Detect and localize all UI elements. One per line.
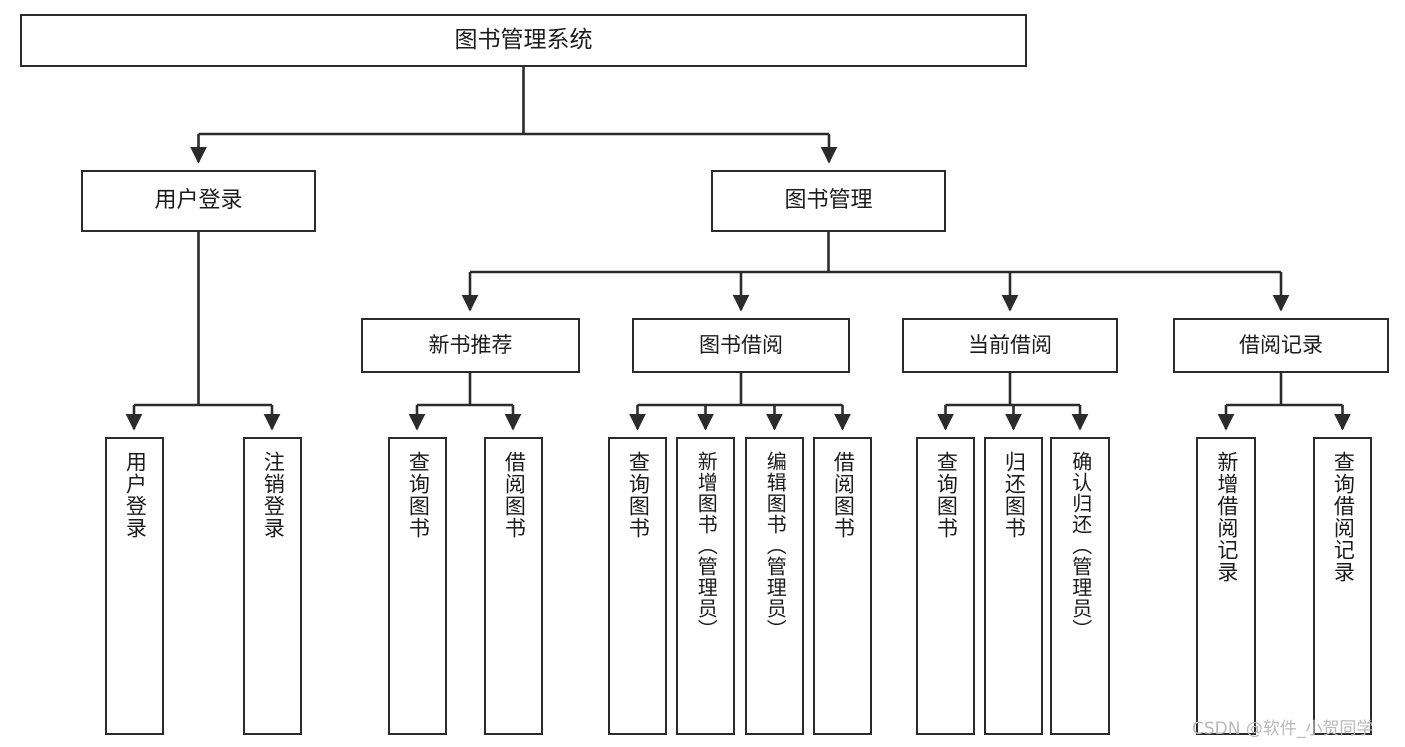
node-book-manage-label: 图书管理 (784, 187, 873, 213)
node-user-login[interactable]: 用户登录 (81, 170, 316, 232)
node-root-label: 图书管理系统 (454, 26, 593, 53)
node-new-book-recommend-label: 新书推荐 (428, 332, 513, 357)
node-user-login-label: 用户登录 (154, 187, 243, 213)
node-book-borrow-label: 图书借阅 (699, 332, 783, 357)
node-leaf-edit-book[interactable]: 编辑图书（管理员） (745, 437, 804, 735)
node-leaf-query-book-rec[interactable]: 查询图书 (388, 437, 447, 735)
node-leaf-query-book-current-label: 查询图书 (934, 451, 959, 539)
node-leaf-return-book-label: 归还图书 (1002, 451, 1027, 539)
node-leaf-confirm-return-label: 确认归还（管理员） (1068, 451, 1093, 640)
node-leaf-user-login-label: 用户登录 (123, 451, 148, 539)
node-borrow-record-label: 借阅记录 (1239, 332, 1323, 357)
node-borrow-record[interactable]: 借阅记录 (1173, 318, 1389, 373)
node-leaf-add-record-label: 新增借阅记录 (1214, 451, 1239, 583)
node-leaf-query-book-current[interactable]: 查询图书 (916, 437, 975, 735)
node-leaf-return-book[interactable]: 归还图书 (984, 437, 1043, 735)
node-leaf-borrow-book-rec-label: 借阅图书 (502, 451, 527, 539)
node-leaf-user-logout[interactable]: 注销登录 (243, 437, 302, 735)
csdn-watermark: CSDN @软件_小贺同学 (1192, 719, 1374, 739)
node-leaf-borrow-book-label: 借阅图书 (831, 451, 856, 539)
node-leaf-query-book-rec-label: 查询图书 (406, 451, 431, 539)
node-leaf-add-book[interactable]: 新增图书（管理员） (676, 437, 735, 735)
node-leaf-query-book-borrow-label: 查询图书 (626, 451, 651, 539)
node-leaf-query-record[interactable]: 查询借阅记录 (1313, 437, 1372, 735)
node-leaf-user-logout-label: 注销登录 (261, 451, 286, 539)
node-leaf-add-book-label: 新增图书（管理员） (694, 451, 719, 640)
node-new-book-recommend[interactable]: 新书推荐 (361, 318, 580, 373)
node-leaf-confirm-return[interactable]: 确认归还（管理员） (1050, 437, 1110, 735)
node-leaf-query-record-label: 查询借阅记录 (1331, 451, 1356, 583)
node-current-borrow[interactable]: 当前借阅 (902, 318, 1118, 373)
node-leaf-add-record[interactable]: 新增借阅记录 (1196, 437, 1256, 735)
node-leaf-borrow-book[interactable]: 借阅图书 (813, 437, 872, 735)
node-leaf-borrow-book-rec[interactable]: 借阅图书 (484, 437, 543, 735)
node-root[interactable]: 图书管理系统 (20, 14, 1027, 67)
node-current-borrow-label: 当前借阅 (968, 332, 1052, 357)
node-book-borrow[interactable]: 图书借阅 (632, 318, 850, 373)
node-leaf-query-book-borrow[interactable]: 查询图书 (608, 437, 667, 735)
node-leaf-user-login[interactable]: 用户登录 (105, 437, 164, 735)
node-book-manage[interactable]: 图书管理 (711, 170, 946, 232)
node-leaf-edit-book-label: 编辑图书（管理员） (763, 451, 788, 640)
